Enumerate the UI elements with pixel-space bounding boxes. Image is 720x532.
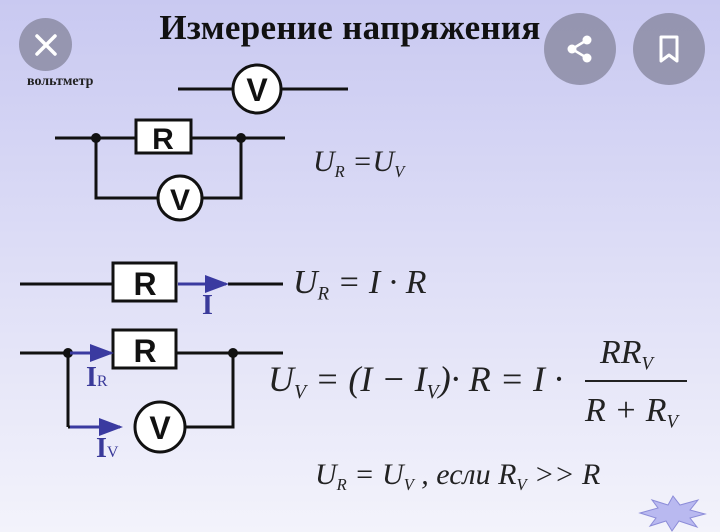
voltmeter-symbol-label: V — [170, 184, 190, 217]
resistor-label: R — [152, 123, 174, 156]
fraction-numerator: RRV — [600, 334, 653, 375]
current-label-IV: IV — [96, 433, 119, 464]
formula-uv-expansion: UV = (I − IV)· R = I · — [268, 359, 564, 403]
formula-ur-equals-uv: UR =UV — [313, 145, 405, 181]
fraction-bar — [585, 380, 687, 382]
voltmeter-symbol-label: V — [149, 410, 171, 446]
bookmark-icon — [659, 35, 679, 63]
circuit-parallel-2 — [20, 328, 283, 454]
circuit-series — [20, 261, 283, 303]
voltmeter-label: вольтметр — [27, 74, 94, 89]
current-label-I: I — [202, 290, 213, 321]
bookmark-button[interactable] — [633, 13, 705, 85]
decorative-star — [638, 495, 707, 532]
close-icon — [34, 33, 57, 56]
formula-ohm-law: UR = I · R — [293, 264, 427, 305]
share-button[interactable] — [544, 13, 616, 85]
current-label-IR: IR — [86, 362, 108, 393]
voltmeter-symbol — [178, 63, 348, 115]
voltmeter-symbol-label: V — [246, 72, 268, 108]
fraction-denominator: R + RV — [585, 392, 678, 433]
share-icon — [567, 35, 592, 63]
slide-title: Измерение напряжения — [159, 8, 541, 47]
close-button[interactable] — [19, 18, 72, 71]
resistor-label: R — [133, 266, 156, 302]
formula-condition: UR = UV , если RV >> R — [315, 458, 601, 494]
resistor-label: R — [133, 333, 156, 369]
